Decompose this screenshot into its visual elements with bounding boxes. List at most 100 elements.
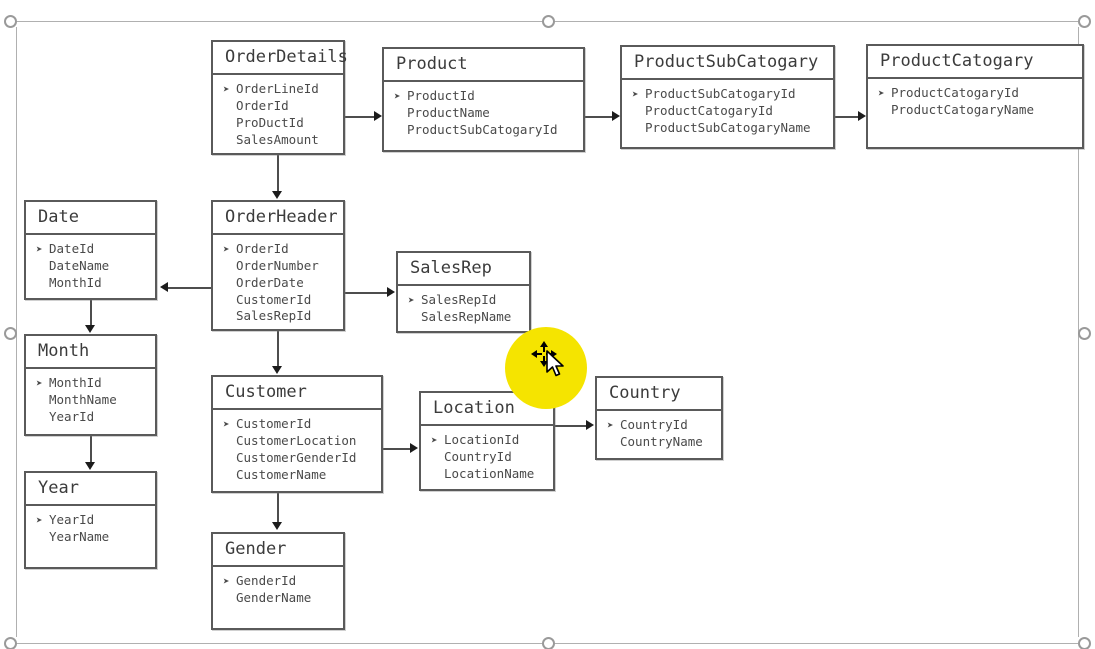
handle-bottom-center[interactable] xyxy=(542,637,555,649)
entity-field-row: SalesRepName xyxy=(408,309,523,326)
connector-customer-gender xyxy=(277,493,279,523)
entity-field-label: CustomerName xyxy=(236,466,327,482)
handle-bottom-left[interactable] xyxy=(4,637,17,649)
entity-title-orderdetails: OrderDetails xyxy=(213,42,348,75)
entity-field-row: CustomerId xyxy=(223,292,337,309)
entity-field-label: YearId xyxy=(49,511,95,527)
connector-orderheader-salesrep xyxy=(345,292,388,294)
connector-customer-location xyxy=(383,448,411,450)
entity-field-row: CustomerName xyxy=(223,467,375,484)
arrowhead-product xyxy=(374,111,382,121)
entity-field-row: ➤SalesRepId xyxy=(408,292,523,309)
entity-field-label: SalesRepName xyxy=(421,308,512,324)
handle-top-left[interactable] xyxy=(4,15,17,28)
entity-field-row: ➤CountryId xyxy=(607,417,715,434)
entity-title-location: Location xyxy=(421,393,553,426)
primary-key-icon: ➤ xyxy=(223,417,230,431)
entity-field-row: CountryName xyxy=(607,434,715,451)
handle-bottom-right[interactable] xyxy=(1078,637,1091,649)
entity-field-row: CustomerGenderId xyxy=(223,450,375,467)
entity-field-row: ➤ GenderId xyxy=(223,573,337,590)
entity-field-label: ProDuctId xyxy=(236,114,304,130)
entity-field-label: ProductCatogaryId xyxy=(891,84,1019,100)
primary-key-icon: ➤ xyxy=(394,89,401,103)
handle-top-right[interactable] xyxy=(1078,15,1091,28)
entity-field-label: ProductCatogaryName xyxy=(891,101,1034,117)
entity-field-row: ➤LocationId xyxy=(431,432,547,449)
entity-title-date: Date xyxy=(26,202,155,235)
entity-field-row: CustomerLocation xyxy=(223,433,375,450)
entity-field-label: GenderId xyxy=(236,572,297,588)
primary-key-icon: ➤ xyxy=(632,87,639,101)
handle-middle-left[interactable] xyxy=(4,327,17,340)
connector-orderdetails-orderheader xyxy=(277,155,279,192)
entity-field-label: DateName xyxy=(49,257,110,273)
entity-field-label: SalesAmount xyxy=(236,131,319,147)
primary-key-icon: ➤ xyxy=(223,82,230,96)
arrowhead-year xyxy=(85,462,95,470)
entity-field-label: ProductSubCatogaryId xyxy=(645,85,796,101)
primary-key-icon: ➤ xyxy=(878,86,885,100)
handle-top-center[interactable] xyxy=(542,15,555,28)
entity-field-label: CustomerId xyxy=(236,415,312,431)
entity-field-label: CountryName xyxy=(620,433,703,449)
entity-field-label: ProductSubCatogaryId xyxy=(407,121,558,137)
entity-field-label: MonthId xyxy=(49,274,102,290)
entity-field-label: ProductName xyxy=(407,104,490,120)
entity-field-row: GenderName xyxy=(223,590,337,607)
entity-title-country: Country xyxy=(597,378,721,411)
arrowhead-orderheader xyxy=(272,191,282,199)
entity-title-month: Month xyxy=(26,336,155,369)
entity-field-row: SalesRepId xyxy=(223,308,337,325)
entity-field-row: ProductCatogaryId xyxy=(632,103,827,120)
primary-key-icon: ➤ xyxy=(36,242,43,256)
entity-field-row: SalesAmount xyxy=(223,132,337,149)
entity-field-label: CountryId xyxy=(444,448,512,464)
arrowhead-location xyxy=(410,443,418,453)
entity-field-row: ➤ CustomerId xyxy=(223,416,375,433)
entity-title-orderheader: OrderHeader xyxy=(213,202,343,235)
entity-field-row: ➤OrderId xyxy=(223,241,337,258)
connector-date-month xyxy=(90,300,92,326)
connector-month-year xyxy=(90,436,92,463)
entity-field-label: MonthName xyxy=(49,391,117,407)
arrowhead-productcatogary xyxy=(858,111,866,121)
entity-field-label: CustomerLocation xyxy=(236,432,357,448)
arrowhead-salesrep xyxy=(387,287,395,297)
entity-field-row: ProductSubCatogaryName xyxy=(632,120,827,137)
primary-key-icon: ➤ xyxy=(223,242,230,256)
handle-middle-right[interactable] xyxy=(1078,327,1091,340)
entity-field-label: OrderLineId xyxy=(236,80,319,96)
entity-title-productcatogary: ProductCatogary xyxy=(868,46,1082,79)
entity-field-label: CustomerGenderId xyxy=(236,449,357,465)
entity-field-row: ➤ ProductSubCatogaryId xyxy=(632,86,827,103)
entity-field-row: ➤MonthId xyxy=(36,375,149,392)
primary-key-icon: ➤ xyxy=(223,574,230,588)
click-highlight-circle xyxy=(505,327,587,409)
entity-field-label: LocationId xyxy=(444,431,520,447)
arrowhead-date xyxy=(160,282,168,292)
arrowhead-customer xyxy=(272,366,282,374)
entity-field-label: ProductSubCatogaryName xyxy=(645,119,811,135)
entity-field-label: ProductCatogaryId xyxy=(645,102,773,118)
entity-field-label: YearName xyxy=(49,528,110,544)
